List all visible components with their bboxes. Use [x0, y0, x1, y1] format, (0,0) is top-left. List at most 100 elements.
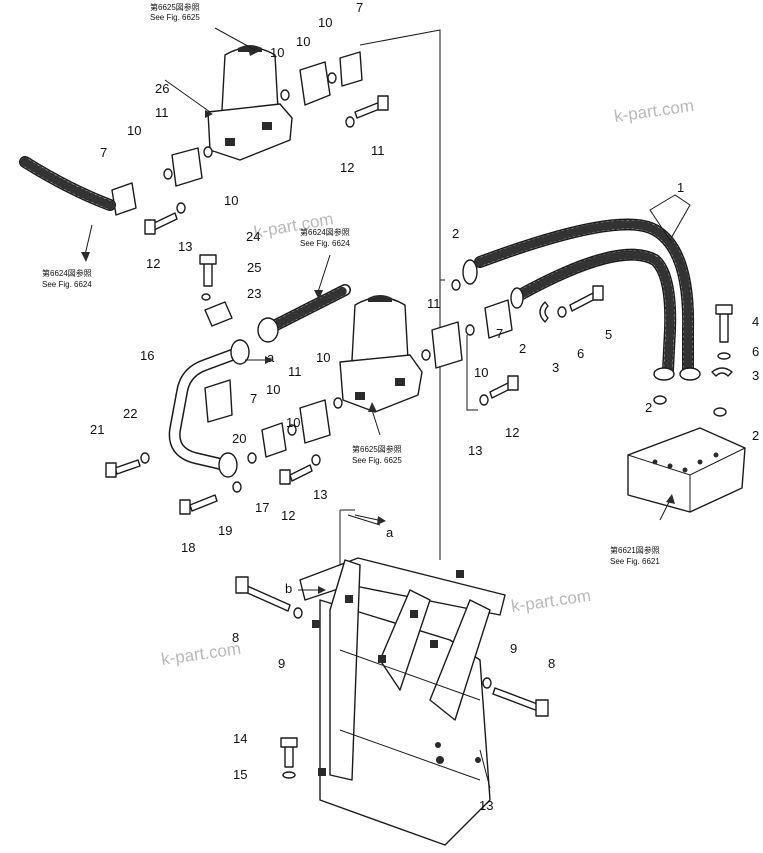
- arrow-head: [318, 586, 326, 594]
- bracket-rib: [429, 599, 491, 721]
- callouts: 1 2 2 2 2 3 3 4 5 6 6 7 7 7 7 8 8 9 9 10…: [90, 0, 759, 813]
- callout: 13: [178, 239, 192, 254]
- port: [713, 452, 719, 458]
- washer: [282, 771, 296, 779]
- bolt-head: [377, 95, 389, 111]
- hole: [456, 570, 464, 578]
- o-ring: [713, 407, 727, 417]
- washer: [479, 394, 489, 406]
- callout: 11: [427, 296, 441, 311]
- washer: [482, 677, 492, 689]
- filter-head-middle: [339, 354, 423, 413]
- leader-lines: [84, 27, 691, 789]
- callout: 3: [552, 360, 559, 375]
- o-ring: [247, 452, 257, 464]
- bolt-head: [507, 375, 519, 391]
- pipe-middle-texture: [265, 285, 350, 333]
- washer: [201, 293, 211, 301]
- bolt-head: [179, 499, 191, 515]
- o-ring: [333, 397, 343, 409]
- callout: 7: [356, 0, 363, 15]
- split-flange: [299, 61, 331, 106]
- arrow-head: [248, 48, 258, 56]
- pipe-flange: [257, 317, 279, 343]
- callout: 11: [371, 143, 385, 158]
- hole: [345, 595, 353, 603]
- half-clamp: [539, 301, 549, 323]
- bolt-head: [279, 469, 291, 485]
- hole: [318, 768, 326, 776]
- callout: 13: [468, 443, 482, 458]
- pipe-left-texture: [20, 157, 115, 210]
- valve-block: [627, 427, 746, 513]
- hose-fitting: [462, 259, 478, 285]
- watermark: k-part.com: [613, 96, 695, 126]
- callout: 20: [232, 431, 246, 446]
- middle-filter-assembly: [257, 284, 519, 485]
- port: [652, 459, 658, 465]
- callout: 17: [255, 500, 269, 515]
- callout: 10: [127, 123, 141, 138]
- flange-plate: [339, 51, 363, 87]
- reference-jp: 第6625図参照: [150, 2, 200, 12]
- callout: 9: [278, 656, 285, 671]
- bolt-head: [199, 254, 217, 265]
- port-shade: [225, 138, 235, 146]
- washer: [176, 202, 186, 214]
- bolt: [203, 261, 213, 287]
- o-ring: [203, 146, 213, 158]
- hose-upper-texture: [475, 219, 693, 375]
- port: [682, 467, 688, 473]
- bracket-plate: [204, 379, 233, 423]
- callout: 15: [233, 767, 247, 782]
- flange-plate: [484, 299, 513, 339]
- callout: 1: [677, 180, 684, 195]
- arrow-head: [314, 290, 323, 300]
- hole: [430, 640, 438, 648]
- arrow-head: [377, 516, 386, 525]
- hose-assembly: [451, 218, 733, 417]
- washer: [717, 352, 731, 360]
- o-ring: [465, 324, 475, 336]
- reference-en: See Fig. 6624: [42, 280, 92, 289]
- o-ring: [421, 349, 431, 361]
- flange-plate: [261, 422, 287, 458]
- frame-bracket: [235, 557, 549, 846]
- callout: 19: [218, 523, 232, 538]
- hole: [436, 756, 444, 764]
- bolt: [242, 584, 291, 612]
- hose-fitting: [510, 287, 524, 309]
- washer: [293, 607, 303, 619]
- port-shade: [355, 392, 365, 400]
- washer: [140, 452, 150, 464]
- callout: 2: [519, 341, 526, 356]
- arrows: [81, 48, 675, 594]
- reference-jp: 第6624図参照: [42, 268, 92, 278]
- callout: 3: [752, 368, 759, 383]
- callout: 8: [232, 630, 239, 645]
- arrow-head: [81, 252, 90, 262]
- callout: 10: [318, 15, 332, 30]
- callout: 2: [752, 428, 759, 443]
- watermark: k-part.com: [510, 586, 592, 616]
- o-ring: [451, 279, 461, 291]
- callout: 2: [645, 400, 652, 415]
- hole: [378, 655, 386, 663]
- callout: 2: [452, 226, 459, 241]
- reference-fig-6625-middle: 第6625図参照 See Fig. 6625: [352, 444, 402, 465]
- callout: 7: [250, 391, 257, 406]
- hole: [410, 610, 418, 618]
- half-clamp: [711, 367, 733, 377]
- port: [697, 459, 703, 465]
- callout: 21: [90, 422, 104, 437]
- hose-fitting: [653, 367, 675, 381]
- bent-tube-inner: [170, 347, 245, 470]
- callout: 6: [752, 344, 759, 359]
- reference-jp: 第6624図参照: [300, 227, 350, 237]
- watermark: k-part.com: [160, 639, 242, 669]
- callout: 6: [577, 346, 584, 361]
- callout: 13: [479, 798, 493, 813]
- callout: 10: [266, 382, 280, 397]
- callout: 10: [286, 415, 300, 430]
